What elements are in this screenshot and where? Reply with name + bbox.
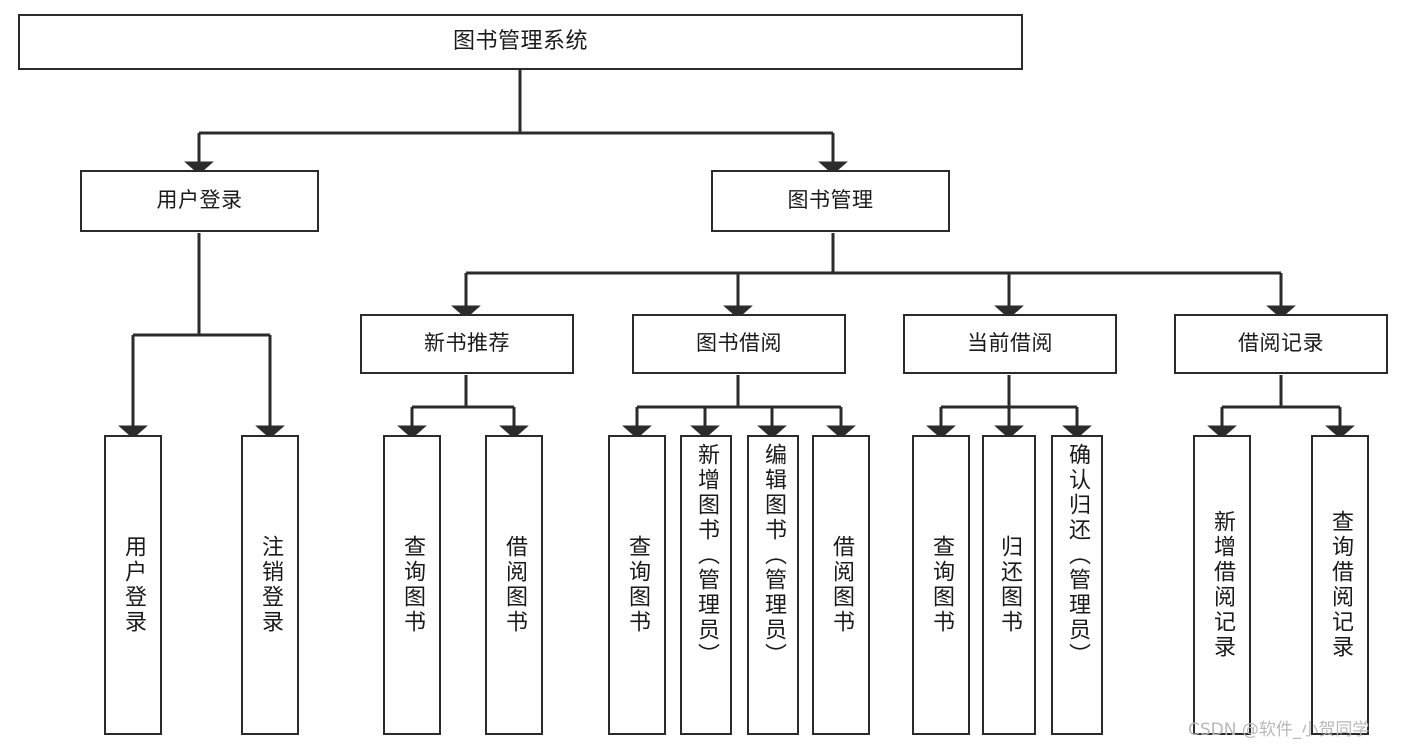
leaf-query-book-3[interactable]: 查询图书 [912, 435, 970, 735]
leaf-query-book-1-label: 查询图书 [400, 535, 425, 635]
node-borrow-record[interactable]: 借阅记录 [1174, 314, 1388, 374]
node-user-login[interactable]: 用户登录 [80, 170, 319, 232]
leaf-query-book-2[interactable]: 查询图书 [608, 435, 666, 735]
leaf-confirm-return-label: 确认归还（管理员） [1065, 443, 1090, 668]
leaf-confirm-return[interactable]: 确认归还（管理员） [1051, 435, 1103, 735]
leaf-return-book-label: 归还图书 [997, 535, 1022, 635]
node-root-system-label: 图书管理系统 [452, 28, 588, 54]
node-user-login-label: 用户登录 [156, 188, 243, 213]
leaf-add-record-label: 新增借阅记录 [1210, 510, 1235, 660]
node-current-borrow-label: 当前借阅 [967, 331, 1053, 356]
leaf-add-book-label: 新增图书（管理员） [694, 443, 719, 668]
leaf-query-record-label: 查询借阅记录 [1328, 510, 1353, 660]
leaf-borrow-book-2-label: 借阅图书 [829, 535, 854, 635]
leaf-edit-book-label: 编辑图书（管理员） [761, 443, 786, 668]
node-book-borrow-label: 图书借阅 [696, 331, 782, 356]
leaf-borrow-book-1[interactable]: 借阅图书 [485, 435, 543, 735]
leaf-query-book-2-label: 查询图书 [625, 535, 650, 635]
leaf-edit-book[interactable]: 编辑图书（管理员） [747, 435, 799, 735]
leaf-logout-login[interactable]: 注销登录 [241, 435, 299, 735]
node-root-system[interactable]: 图书管理系统 [18, 14, 1023, 70]
node-new-book-recommend-label: 新书推荐 [424, 331, 510, 356]
leaf-user-login[interactable]: 用户登录 [104, 435, 162, 735]
leaf-return-book[interactable]: 归还图书 [982, 435, 1036, 735]
node-book-manage-label: 图书管理 [787, 188, 874, 213]
leaf-query-record[interactable]: 查询借阅记录 [1311, 435, 1369, 735]
node-borrow-record-label: 借阅记录 [1238, 331, 1324, 356]
leaf-query-book-1[interactable]: 查询图书 [383, 435, 441, 735]
leaf-query-book-3-label: 查询图书 [929, 535, 954, 635]
leaf-borrow-book-2[interactable]: 借阅图书 [812, 435, 870, 735]
csdn-watermark: CSDN @软件_小贺同学 [1188, 720, 1370, 740]
leaf-borrow-book-1-label: 借阅图书 [502, 535, 527, 635]
node-book-borrow[interactable]: 图书借阅 [632, 314, 846, 374]
node-book-manage[interactable]: 图书管理 [711, 170, 950, 232]
leaf-logout-login-label: 注销登录 [258, 535, 283, 635]
leaf-add-record[interactable]: 新增借阅记录 [1193, 435, 1251, 735]
leaf-add-book[interactable]: 新增图书（管理员） [680, 435, 732, 735]
leaf-user-login-label: 用户登录 [121, 535, 146, 635]
node-new-book-recommend[interactable]: 新书推荐 [360, 314, 574, 374]
node-current-borrow[interactable]: 当前借阅 [903, 314, 1117, 374]
